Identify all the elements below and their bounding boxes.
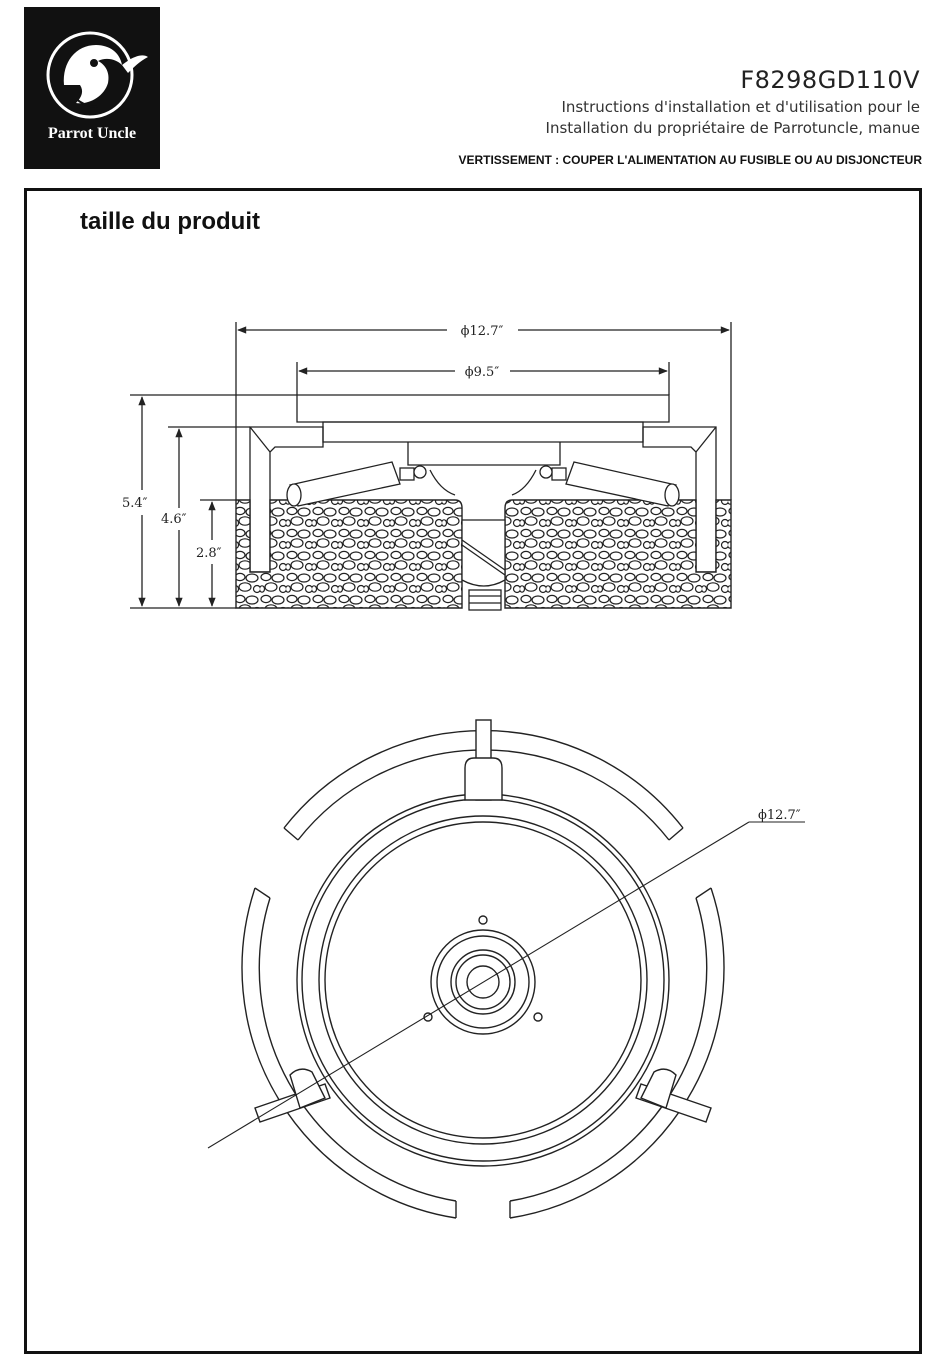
top-view — [208, 720, 805, 1218]
dim-canopy-diameter: ϕ9.5″ — [465, 365, 500, 380]
dim-total-height: 5.4″ — [122, 496, 148, 511]
dim-overall-diameter: ϕ12.7″ — [461, 324, 504, 339]
dim-top-view-diameter: ϕ12.7″ — [758, 808, 801, 823]
dim-shade-height: 2.8″ — [196, 546, 222, 561]
dim-body-height: 4.6″ — [161, 512, 187, 527]
